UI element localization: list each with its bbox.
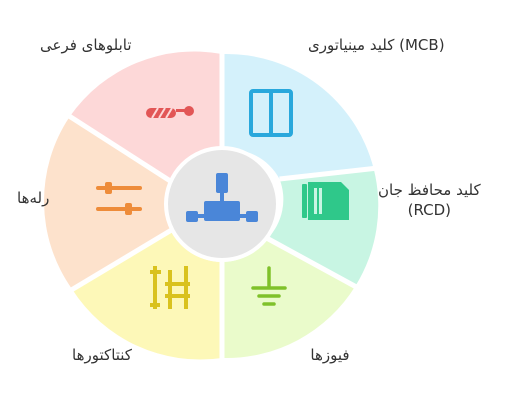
segment-relays [44,116,172,289]
segment-separators [64,48,379,362]
segment-mcb [222,53,374,179]
label-contactors: کنتاکتورها [72,346,132,364]
label-rcd-line1: کلید محافظ جان [378,181,481,199]
label-rcd-line2: (RCD) [407,201,451,219]
contactor-icon [150,266,190,309]
label-mcb: کلید مینیاتوری (MCB) [308,36,445,54]
segment-sub-panels [69,51,222,181]
relay-sliders-icon [96,182,142,215]
label-sub-panels: تابلوهای فرعی [40,36,132,54]
segment-contactors [72,230,222,360]
hierarchy-network-icon [186,173,258,222]
segment-rcd [267,168,379,286]
label-fuses: فیوزها [310,346,350,364]
label-rcd: کلید محافظ جان (RCD) [378,180,481,220]
miniature-circuit-breaker-icon [249,89,293,137]
ground-icon [251,266,287,306]
residual-current-device-icon [302,182,349,220]
label-relays: رله‌ها [17,189,50,207]
sub-panel-wiring-icon [146,106,194,119]
